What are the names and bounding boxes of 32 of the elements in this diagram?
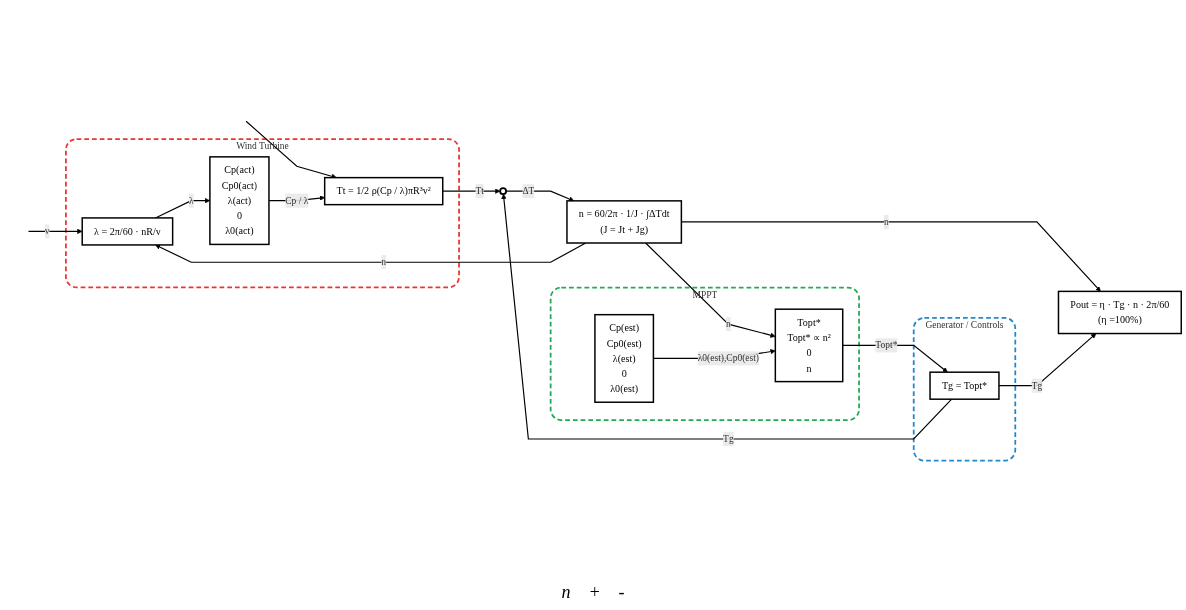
- edge-label: v: [44, 226, 50, 237]
- node-box: Cp(est) Cp0(est) λ(est) 0 λ0(est): [594, 313, 655, 403]
- signal-label: n: [561, 581, 571, 603]
- arrow: [245, 120, 337, 179]
- signal-label: -: [618, 581, 625, 603]
- edge-label: Cp / λ: [285, 195, 309, 206]
- arrow: [501, 193, 953, 440]
- arrow: [27, 228, 83, 235]
- signal-label: +: [588, 581, 601, 603]
- edge-label: n: [725, 318, 731, 329]
- node-box: Tg = Topt*: [929, 371, 1000, 400]
- arrow: [442, 188, 501, 194]
- arrow: [505, 190, 575, 202]
- node-box: λ = 2π/60 · nR/v: [81, 217, 174, 246]
- edge-label: n: [381, 256, 387, 267]
- node-circle: [499, 187, 507, 195]
- node-box: Topt* Topt* ∝ n² 0 n: [774, 308, 844, 383]
- arrow: [998, 333, 1097, 387]
- edge-label: ΔT: [522, 185, 535, 196]
- edge-label: Topt*: [875, 340, 898, 351]
- node-box: n = 60/2π · 1/J · ∫ΔTdt (J = Jt + Jg): [566, 200, 683, 244]
- node-box: Tt = 1/2 ρ(Cp / λ)πR³v²: [323, 176, 444, 206]
- edge-label: Tg: [1031, 380, 1043, 391]
- arrow: [842, 344, 948, 373]
- edge-label: n: [884, 216, 889, 227]
- node-box: Pout = η · Tg · n · 2π/60 (η =100%): [1057, 290, 1182, 335]
- node-box: Cp(act) Cp0(act) λ(act) 0 λ0(act): [209, 156, 270, 246]
- edge-label: Tt: [475, 185, 484, 196]
- edge-label: λ0(est),Cp0(est): [697, 353, 760, 364]
- edge-label: λ: [188, 195, 194, 206]
- edge-label: Tg: [723, 433, 734, 444]
- arrow: [645, 242, 776, 338]
